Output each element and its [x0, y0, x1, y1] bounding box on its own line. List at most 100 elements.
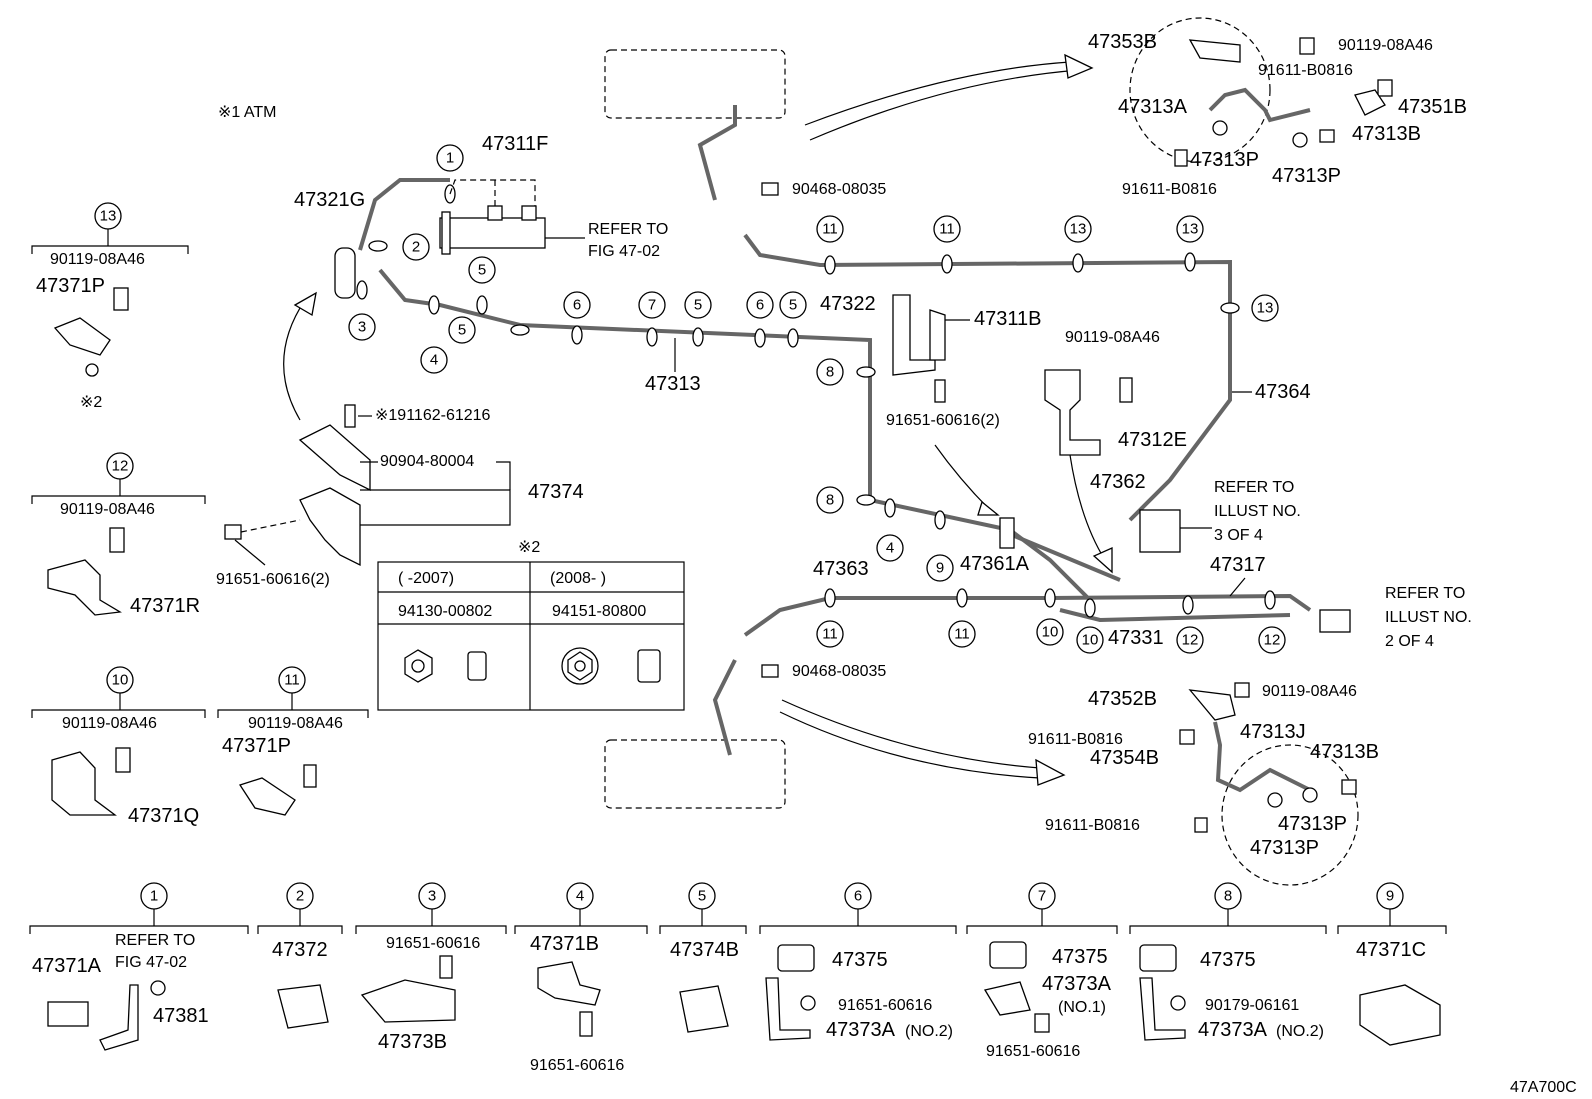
clip-5d	[787, 328, 799, 348]
callout-10a	[1036, 618, 1064, 646]
ref-illust3-3: 3 OF 4	[1214, 527, 1263, 544]
rear-left-outline	[1129, 17, 1271, 163]
label-91611-b: 91611-B0816	[1122, 181, 1217, 198]
bolt-91611-c	[1179, 729, 1195, 745]
gasket-47313P-d	[1302, 787, 1318, 803]
pipe-47313	[378, 268, 1092, 602]
legend-1-num: 1	[150, 888, 158, 905]
legend-10-num: 10	[112, 672, 129, 689]
block-47362	[1139, 509, 1181, 553]
legend-8-c: 47373A	[1198, 1019, 1268, 1041]
nut-94151-hole	[574, 660, 586, 672]
bolt-90119-mid	[1119, 377, 1133, 403]
callout-11a-text: 11	[822, 221, 838, 238]
arrow-line-91651	[934, 444, 991, 511]
callout-8b	[816, 486, 844, 514]
clip-11c	[824, 588, 836, 608]
legend-1-bracket	[29, 909, 249, 934]
legend-7-c: (NO.1)	[1058, 999, 1106, 1016]
clip-11a	[824, 255, 836, 275]
label-47362: 47362	[1090, 471, 1146, 493]
legend-2-bracket	[257, 909, 343, 934]
arrow-to-rear-right-b	[781, 699, 1041, 769]
legend-10-a: 90119-08A46	[62, 715, 157, 732]
legend-4-part	[537, 961, 601, 1006]
pipe-47321G	[358, 178, 450, 251]
leader-47317	[1229, 577, 1246, 597]
ref-fig4702-a-1: REFER TO	[588, 221, 668, 238]
connector-rear	[1319, 609, 1351, 633]
clip-12a	[1182, 595, 1194, 615]
legend-12-b: 47371R	[130, 595, 200, 617]
legend-13-bolt	[113, 287, 129, 311]
legend-13-bracket	[31, 229, 189, 254]
port-dash	[449, 179, 536, 206]
clip-90468-b	[761, 664, 779, 678]
tube-bottom	[712, 659, 737, 756]
clip-6	[571, 325, 583, 345]
legend-5-bracket	[659, 909, 747, 934]
bolt-90119-top	[1299, 37, 1315, 55]
callout-5c-text: 5	[694, 297, 702, 314]
callout-2	[402, 233, 430, 261]
gasket-47313P-b	[1292, 132, 1308, 148]
clip-5	[476, 295, 488, 315]
legend-1-bracket-part	[99, 984, 139, 1051]
gasket-47313P-a	[1212, 120, 1228, 136]
callout-13b	[1176, 215, 1204, 243]
label-47374: 47374	[528, 481, 584, 503]
label-90904: 90904-80004	[380, 453, 474, 470]
arrow-line-47312E	[1069, 454, 1106, 561]
callout-12b	[1258, 626, 1286, 654]
legend-7-num: 7	[1038, 888, 1046, 905]
legend-6-d: (NO.2)	[905, 1023, 953, 1040]
legend-13-c: ※2	[80, 394, 102, 411]
label-47321G: 47321G	[294, 189, 365, 211]
callout-11c-text: 11	[822, 626, 838, 643]
table-marker: ※2	[518, 539, 540, 556]
master-cylinder-flange	[441, 211, 451, 255]
legend-13-num: 13	[100, 208, 117, 225]
legend-13-b: 47371P	[36, 275, 105, 297]
legend-1-ref-2: FIG 47-02	[115, 954, 187, 971]
label-47322: 47322	[820, 293, 876, 315]
bracket-47311B	[892, 294, 936, 376]
rear-right-hose	[1213, 721, 1311, 793]
legend-3-bracket	[355, 909, 507, 934]
legend-8: 8 47375 90179-06161 47373A (NO.2)	[1129, 882, 1327, 1041]
legend-9: 9 47371C	[1337, 882, 1447, 1046]
legend-6-c: 47373A	[826, 1019, 896, 1041]
legend-13-a: 90119-08A46	[50, 251, 145, 268]
legend-6-a: 47375	[832, 949, 888, 971]
callout-5a-text: 5	[478, 262, 486, 279]
legend-9-num: 9	[1386, 888, 1394, 905]
bolt-47313B-bot	[1341, 779, 1357, 795]
bracket-47353B	[1188, 39, 1241, 63]
clip-11b	[941, 254, 953, 274]
legend-10-bolt	[115, 747, 131, 773]
callout-5c	[684, 291, 712, 319]
label-90119-top: 90119-08A46	[1338, 37, 1433, 54]
clip-90468-a	[761, 182, 779, 196]
legend-5-num: 5	[698, 888, 706, 905]
arrow-head-left	[293, 291, 317, 317]
callout-13a	[1064, 215, 1092, 243]
label-90468-a: 90468-08035	[792, 181, 886, 198]
legend-1-ref-1: REFER TO	[115, 932, 195, 949]
legend-12: 12 90119-08A46 47371R	[31, 452, 206, 617]
bracket-47312E	[1044, 369, 1101, 456]
legend-4-a: 47371B	[530, 933, 599, 955]
label-91611-c: 91611-B0816	[1028, 731, 1123, 748]
callout-13c	[1251, 294, 1279, 322]
bolt-90119-top-b	[1377, 79, 1393, 97]
label-47313B-top: 47313B	[1352, 123, 1421, 145]
callout-10b-text: 10	[1082, 632, 1099, 649]
leader-47374	[360, 489, 511, 526]
callout-5d-text: 5	[789, 297, 797, 314]
arrow-to-rear-left	[809, 69, 1081, 141]
label-47313B-bot: 47313B	[1310, 741, 1379, 763]
callout-6b-text: 6	[756, 297, 764, 314]
legend-1-a: 47371A	[32, 955, 102, 977]
legend-9-part	[1359, 984, 1441, 1046]
legend-7-a: 47375	[1052, 946, 1108, 968]
